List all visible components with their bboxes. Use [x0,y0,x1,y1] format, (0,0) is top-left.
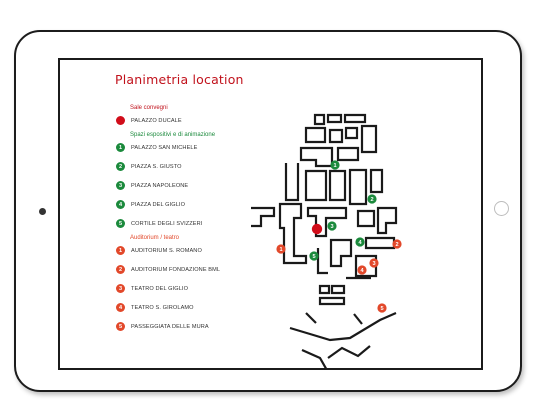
building-outline [278,202,308,265]
building-outline [326,113,343,124]
building-outline [304,126,327,144]
map-marker-orange[interactable] [392,239,402,249]
floor-plan-map: 1 2 3 4 5 1 2 3 4 5 [251,113,402,368]
legend-item-label: PIAZZA DEL GIGLIO [131,201,186,208]
tablet-frame: Planimetria location Sale convegni PALAZ… [14,30,522,392]
building-outline [376,206,398,235]
map-marker-label: 1 [279,247,282,253]
legend-heading-spazi: Spazi espositivi e di animazione [130,132,216,138]
map-marker-label: 2 [395,242,398,248]
map-marker-green[interactable] [367,194,377,204]
city-wall-line [289,311,397,342]
legend-item[interactable]: 1 PALAZZO SAN MICHELE [116,143,256,152]
legend-item-label: PIAZZA S. GIUSTO [131,163,182,170]
legend-item-label: PASSEGGIATA DELLE MURA [131,323,209,330]
legend-item[interactable]: 1 AUDITORIUM S. ROMANO [116,246,256,255]
legend-item[interactable]: 5 PASSEGGIATA DELLE MURA [116,322,256,331]
orange-number-badge: 3 [116,284,125,293]
building-outline [369,168,384,194]
building-outline [328,169,347,202]
building-outline [306,206,348,238]
building-outline [299,146,334,168]
green-number-badge: 5 [116,219,125,228]
building-outline [348,168,368,206]
legend-heading-sale-convegni: Sale convegni [130,105,168,111]
building-outline [336,146,360,162]
legend-heading-auditorium: Auditorium / teatro [130,235,180,241]
home-button[interactable] [494,201,509,216]
legend-item-label: AUDITORIUM FONDAZIONE BML [131,266,221,273]
map-marker-orange[interactable] [377,303,387,313]
map-marker-label: 3 [372,261,375,267]
map-marker-orange[interactable] [357,265,367,275]
city-wall-line [301,345,371,368]
green-markers: 1 2 3 4 5 [309,160,377,261]
building-outline [360,124,378,154]
red-dot-icon [116,116,125,125]
legend-item-label: CORTILE DEGLI SVIZZERI [131,220,203,227]
building-outline [344,126,359,140]
building-outline [364,236,396,250]
map-marker-green[interactable] [330,160,340,170]
map-marker-label: 3 [330,224,333,230]
street-line [251,206,276,228]
building-outline [329,238,353,268]
legend-item-label: TEATRO S. GIROLAMO [131,304,194,311]
legend-item-label: AUDITORIUM S. ROMANO [131,247,202,254]
orange-markers: 1 2 3 4 5 [276,239,402,313]
street-line [284,163,300,202]
map-marker-label: 2 [370,197,373,203]
map-marker-orange[interactable] [276,244,286,254]
legend-item-label: PIAZZA NAPOLEONE [131,182,189,189]
building-outline [354,254,378,278]
map-marker-orange[interactable] [369,258,379,268]
green-number-badge: 3 [116,181,125,190]
map-marker-green[interactable] [355,237,365,247]
legend-item[interactable]: 2 PIAZZA S. GIUSTO [116,162,256,171]
legend-item[interactable]: 3 TEATRO DEL GIGLIO [116,284,256,293]
legend-item[interactable]: 5 CORTILE DEGLI SVIZZERI [116,219,256,228]
legend-item[interactable]: 3 PIAZZA NAPOLEONE [116,181,256,190]
legend-item-label: PALAZZO SAN MICHELE [131,144,198,151]
street-line [316,248,328,275]
map-marker-green[interactable] [309,251,319,261]
map-marker-label: 4 [358,240,362,246]
legend-item[interactable]: PALAZZO DUCALE [116,116,256,125]
building-outline [356,209,376,228]
screen: Planimetria location Sale convegni PALAZ… [58,58,483,370]
map-marker-green[interactable] [327,221,337,231]
orange-number-badge: 4 [116,303,125,312]
orange-number-badge: 1 [116,246,125,255]
legend-item-label: TEATRO DEL GIGLIO [131,285,189,292]
orange-number-badge: 2 [116,265,125,274]
orange-number-badge: 5 [116,322,125,331]
map-marker-label: 5 [380,306,383,312]
building-outline [318,296,346,306]
map-marker-label: 1 [333,163,336,169]
legend: Sale convegni PALAZZO DUCALE Spazi espos… [116,105,256,341]
green-number-badge: 4 [116,200,125,209]
legend-item-label: PALAZZO DUCALE [131,117,182,124]
building-outline [343,113,367,124]
map-marker-label: 5 [312,254,315,260]
building-outline [304,169,328,202]
building-outline [328,128,344,144]
green-number-badge: 2 [116,162,125,171]
legend-item[interactable]: 4 PIAZZA DEL GIGLIO [116,200,256,209]
palazzo-ducale-marker[interactable] [311,223,323,235]
legend-item[interactable]: 2 AUDITORIUM FONDAZIONE BML [116,265,256,274]
map-marker-label: 4 [360,268,364,274]
street-line [305,312,363,325]
building-outline [318,284,331,295]
camera-dot [39,208,46,215]
street-outlines [251,113,398,368]
page-title: Planimetria location [115,72,244,87]
legend-item[interactable]: 4 TEATRO S. GIROLAMO [116,303,256,312]
green-number-badge: 1 [116,143,125,152]
building-outline [330,284,346,295]
building-outline [313,113,326,126]
